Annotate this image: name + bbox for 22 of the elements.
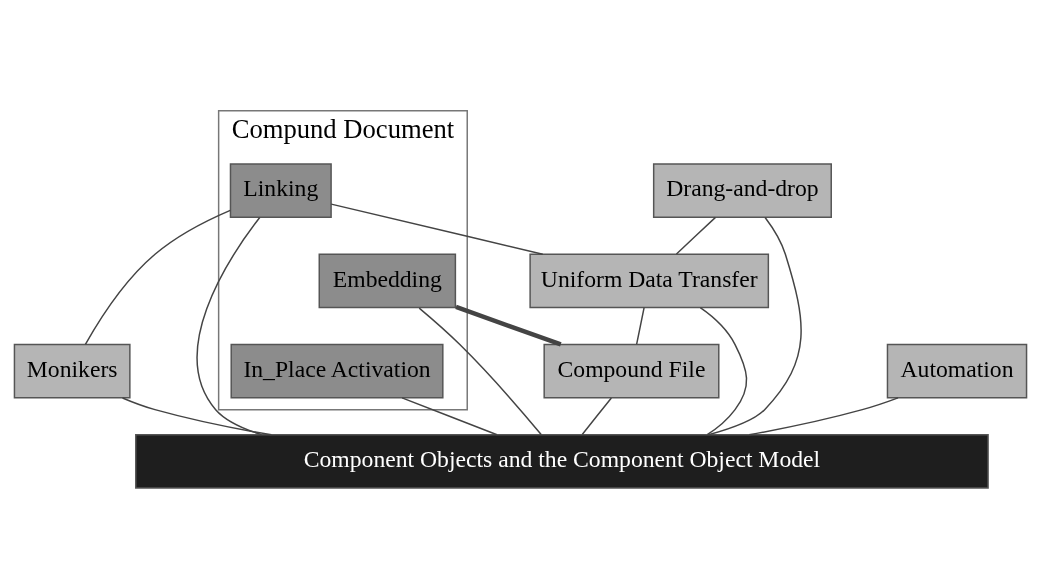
connector — [84, 209, 231, 346]
connector — [699, 306, 748, 436]
connector — [196, 216, 263, 436]
node-box: Embedding — [318, 253, 457, 309]
connector — [455, 304, 562, 347]
node-box: Drang-and-drop — [652, 163, 832, 219]
connector — [121, 397, 273, 436]
connector — [418, 307, 543, 436]
node-box: Compound File — [543, 343, 720, 399]
connector — [635, 306, 645, 345]
connector — [675, 216, 717, 255]
connector — [581, 397, 613, 436]
connector — [748, 397, 899, 436]
connector — [707, 216, 802, 436]
node-box: Linking — [229, 163, 332, 219]
connector — [330, 203, 544, 255]
connector — [401, 397, 498, 436]
node-box: Component Objects and the Component Object Model — [135, 434, 989, 489]
node-box: Uniform Data Transfer — [529, 253, 770, 309]
node-box: In_Place Activation — [230, 343, 444, 399]
node-box: Monikers — [13, 343, 131, 399]
node-box: Automation — [886, 343, 1028, 399]
